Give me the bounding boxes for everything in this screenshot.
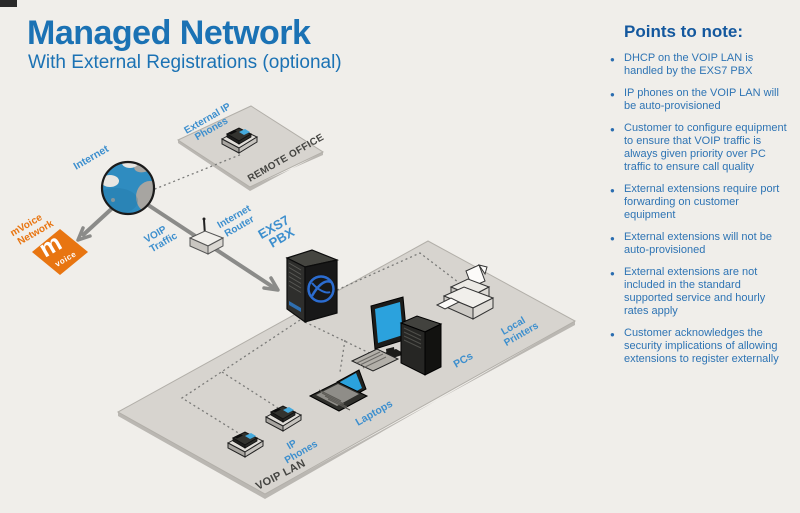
internet-globe — [100, 160, 156, 216]
point-item: DHCP on the VOIP LAN is handled by the E… — [610, 52, 792, 78]
arrowheads — [76, 226, 280, 292]
dotted-connections — [149, 153, 459, 435]
scan-artifact — [0, 0, 17, 7]
voip-lan-plane — [116, 240, 577, 499]
internet-label: Internet — [72, 143, 112, 173]
exs7-pbx-label: EXS7 PBX — [255, 212, 297, 250]
internet-router — [188, 217, 225, 255]
title-block: Managed Network With External Registrati… — [27, 16, 342, 74]
printer — [435, 264, 495, 320]
voip-traffic-label: VOIP Traffic — [142, 224, 179, 255]
exs7-pbx-server — [285, 249, 340, 324]
points-heading: Points to note: — [624, 22, 743, 41]
internet-router-label: Internet Router — [216, 203, 257, 240]
points-to-note-panel: Points to note: DHCP on the VOIP LAN is … — [610, 22, 792, 375]
page-subtitle: With External Registrations (optional) — [28, 52, 342, 73]
point-item: Customer acknowledges the security impli… — [610, 327, 792, 366]
laptop — [308, 369, 369, 412]
desktop-pc — [350, 296, 443, 376]
point-item: IP phones on the VOIP LAN will be auto-p… — [610, 87, 792, 113]
points-list: DHCP on the VOIP LAN is handled by the E… — [610, 52, 792, 366]
page-title: Managed Network — [27, 14, 311, 52]
point-item: External extensions require port forward… — [610, 183, 792, 222]
point-item: External extensions are not included in … — [610, 266, 792, 318]
point-item: External extensions will not be auto-pro… — [610, 231, 792, 257]
point-item: Customer to configure equipment to ensur… — [610, 122, 792, 174]
